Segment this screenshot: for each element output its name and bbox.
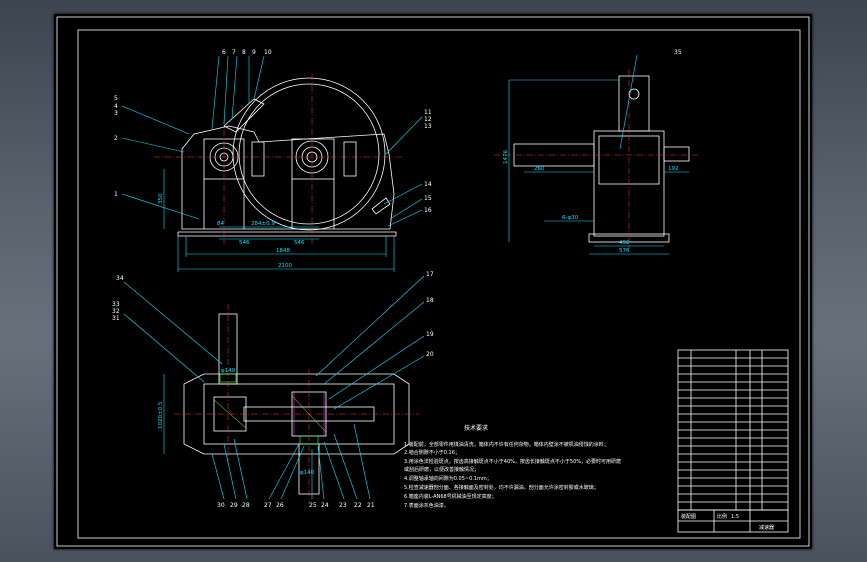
side-right-shaft [663,146,690,162]
dim-half-left: 546 [239,240,250,246]
callout-5: 5 [114,95,118,102]
callout-26: 26 [276,502,284,509]
tech-line-5: 4.调整轴承轴向间隙为0.05~0.1mm； [404,475,492,482]
callout-30: 30 [217,502,225,509]
dim-shaft-right: 192 [668,166,679,172]
inspection-cover [223,98,265,133]
dim-bolt: 6-φ30 [562,215,579,221]
side-view [494,54,699,255]
callout-21: 21 [367,502,375,509]
tech-line-3: 3.用涂色法检验斑点，按齿高接触斑点不小于40%，按齿长接触斑点不小于50%，必… [404,458,621,465]
housing-base [177,231,397,237]
inner-frame-border [77,29,801,539]
dim-base-inner: 492 [619,240,630,246]
large-gear-outline [232,77,386,231]
callout-27: 27 [264,502,272,509]
tech-line-7: 6.箱座内装L-AN68号机械油至规定高度； [404,493,497,500]
callout-2: 2 [114,135,118,142]
callout-16: 16 [424,207,432,214]
title-label-mid: 比例 [717,513,727,520]
title-block: 装配图 比例 1:5 减速器 [677,509,789,533]
dim-base-span: 1848 [276,248,290,254]
title-drawing-name: 减速器 [759,524,774,531]
callout-29: 29 [230,502,238,509]
title-label-left: 装配图 [681,513,696,520]
tech-line-4: 或刮后研磨，以便改善接触情况； [404,466,479,473]
callout-8: 8 [242,49,246,56]
top-callouts: 34 33 32 31 17 18 19 20 30 29 28 27 26 2… [112,271,434,509]
tech-line-1: 1.装配前，全部零件用煤油清洗，箱体内不许有任何杂物，箱体内壁涂不被机油侵蚀的涂… [404,441,609,448]
callout-11: 11 [424,109,432,116]
callout-22: 22 [354,502,362,509]
callout-31: 31 [112,315,120,322]
callout-20: 20 [426,351,434,358]
callout-1: 1 [114,191,118,198]
callout-33: 33 [112,301,120,308]
dim-shaft-left: 260 [534,166,545,172]
callout-9: 9 [252,49,256,56]
callout-12: 12 [424,116,432,123]
callout-7: 7 [232,49,236,56]
callout-15: 15 [424,195,432,202]
callout-35: 35 [674,49,682,56]
callout-25: 25 [309,502,317,509]
cad-drawing: 6 7 8 9 10 5 4 3 2 1 11 12 13 14 15 16 3… [56,16,810,547]
side-top-housing [618,75,650,132]
dim-center-distance: 284±0.9 [251,221,275,227]
tech-line-2: 2.啮合侧隙不小于0.16； [404,449,460,456]
callout-19: 19 [426,331,434,338]
callout-23: 23 [339,502,347,509]
dim-half-right: 546 [294,240,305,246]
callout-3: 3 [114,110,118,117]
bill-of-materials [677,349,789,511]
callout-28: 28 [242,502,250,509]
front-view [121,55,423,272]
callout-34: 34 [116,275,124,282]
dim-shaft-a: φ140 [221,368,236,374]
callout-24: 24 [321,502,329,509]
side-callouts: 35 1476 260 192 6-φ30 492 576 [503,49,682,254]
front-callouts: 6 7 8 9 10 5 4 3 2 1 11 12 13 14 15 16 3… [114,49,432,269]
dim-base-outer: 576 [619,248,630,254]
dim-shaft-b: φ140 [300,470,315,476]
top-view [123,275,425,504]
callout-10: 10 [264,49,272,56]
dim-height: 350 [158,193,164,204]
dim-top-vertical: 1020±0.5 [158,401,164,429]
callout-14: 14 [424,181,432,188]
tech-line-6: 5.检查减速器剖分面、各接触面及密封处，均不许漏油，剖分面允许涂密封胶或水玻璃； [404,484,599,491]
tech-line-8: 7.表面涂灰色油漆。 [404,502,449,509]
callout-4: 4 [114,103,118,110]
callout-18: 18 [426,297,434,304]
callout-17: 17 [426,271,434,278]
tech-title: 技术要求 [464,424,488,432]
outer-sheet-border [56,16,810,547]
technical-requirements: 技术要求 1.装配前，全部零件用煤油清洗，箱体内不许有任何杂物，箱体内壁涂不被机… [404,424,621,509]
housing-outline [181,125,395,230]
callout-32: 32 [112,308,120,315]
dim-overall-length: 2100 [278,263,292,269]
callout-13: 13 [424,123,432,130]
callout-6: 6 [222,49,226,56]
drawing-viewport[interactable]: 6 7 8 9 10 5 4 3 2 1 11 12 13 14 15 16 3… [54,14,812,549]
dim-offset: 84 [217,221,224,227]
dim-side-height: 1476 [503,150,509,164]
title-label-right: 1:5 [731,514,739,520]
top-flange-outline [183,373,410,455]
